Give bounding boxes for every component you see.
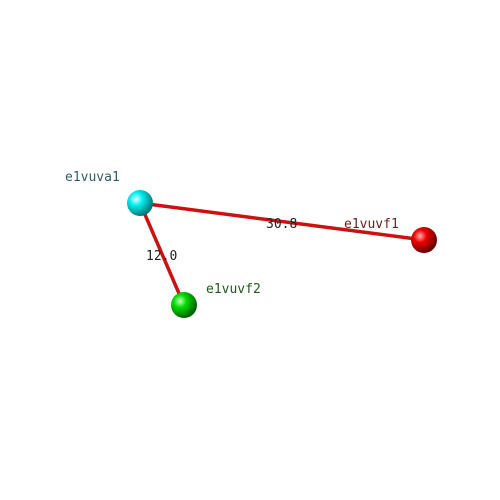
node-label-e1vuvf1: e1vuvf1: [344, 217, 399, 232]
node-sphere-e1vuvf1: [411, 227, 437, 253]
node-label-e1vuvf2: e1vuvf2: [206, 282, 261, 297]
node-sphere-e1vuvf2: [171, 292, 197, 318]
edge-a-b: [138, 201, 426, 242]
edge-label-a-c: 12.0: [146, 249, 177, 264]
edge-a-c: [138, 201, 186, 307]
node-label-e1vuva1: e1vuva1: [65, 170, 120, 185]
node-sphere-e1vuva1: [127, 190, 153, 216]
edge-label-a-b: 30.8: [266, 217, 297, 232]
